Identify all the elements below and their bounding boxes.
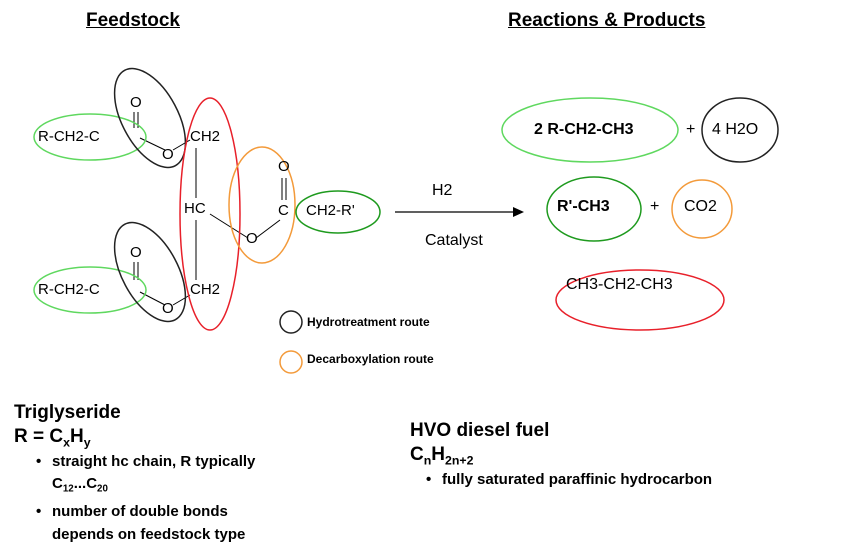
ellipse-bot-r-green (33, 266, 147, 314)
atom-mid-o-double: O (278, 158, 290, 175)
triglyceride-title: Triglyseride (14, 402, 121, 423)
ellipse-top-ester-black (113, 67, 187, 169)
group-hc: HC (184, 200, 206, 217)
triglyceride-bullet-1-symbol: • (36, 453, 42, 470)
group-ch2-r-prime: CH2-R' (306, 202, 355, 219)
hvo-title: HVO diesel fuel (410, 420, 550, 441)
reagent-h2: H2 (432, 182, 453, 199)
product-2-r-ch2-ch3: 2 R-CH2-CH3 (534, 121, 634, 138)
triglyceride-bullet-1-line-1: straight hc chain, R typically (52, 453, 256, 470)
atom-top-o-single: O (162, 146, 174, 163)
bond-bot-o-ch2 (172, 294, 191, 306)
reagent-catalyst: Catalyst (425, 232, 483, 249)
legend-circle-orange (279, 350, 303, 374)
ellipse-p4-orange (671, 179, 733, 239)
group-top-r-ch2-c: R-CH2-C (38, 128, 100, 145)
triglyceride-bullet-2-symbol: • (36, 503, 42, 520)
atom-bot-o-single: O (162, 300, 174, 317)
triglyceride-bullet-1-line-2: C12...C20 (52, 475, 108, 495)
product-co2: CO2 (684, 198, 717, 215)
group-bot-ch2: CH2 (190, 281, 221, 298)
triglyceride-bullet-2-line-1: number of double bonds (52, 503, 228, 520)
legend-hydrotreatment: Hydrotreatment route (307, 315, 430, 329)
ellipse-top-r-green (33, 113, 147, 161)
ellipse-bot-ester-black (113, 221, 187, 323)
hvo-bullet-symbol: • (426, 471, 432, 488)
plus-sign-2: + (650, 198, 660, 215)
legend-circle-black (279, 310, 303, 334)
atom-top-o-double: O (130, 94, 142, 111)
group-top-ch2: CH2 (190, 128, 221, 145)
atom-mid-o-single: O (246, 230, 258, 247)
product-4-h2o: 4 H2O (712, 121, 759, 138)
header-feedstock: Feedstock (86, 10, 180, 31)
atom-mid-c: C (278, 202, 289, 219)
triglyceride-bullet-2-line-2: depends on feedstock type (52, 526, 246, 543)
ellipse-glycerol-red (179, 97, 241, 331)
ellipse-mid-ester-orange (228, 146, 296, 264)
legend-decarboxylation: Decarboxylation route (307, 352, 434, 366)
bond-o-c (255, 219, 281, 239)
hvo-bullet: fully saturated paraffinic hydrocarbon (442, 471, 713, 488)
product-r-prime-ch3: R'-CH3 (557, 198, 610, 215)
triglyceride-formula: R = CxHy (14, 426, 91, 450)
atom-bot-o-double: O (130, 244, 142, 261)
bond-bot-c-o (139, 291, 166, 306)
bond-top-c-o (139, 137, 166, 151)
ellipse-p2-black (701, 97, 779, 163)
hvo-formula: CnH2n+2 (410, 444, 474, 468)
plus-sign-1: + (686, 121, 696, 138)
header-reactions-products: Reactions & Products (508, 10, 706, 31)
ellipse-p1-green (501, 97, 679, 163)
product-propane: CH3-CH2-CH3 (566, 276, 673, 293)
bond-top-o-ch2 (172, 139, 191, 151)
ellipse-p5-red (555, 269, 725, 331)
reaction-arrow-head (513, 207, 524, 217)
group-bot-r-ch2-c: R-CH2-C (38, 281, 100, 298)
ellipse-mid-r-darkgreen (295, 190, 381, 234)
ellipse-p3-darkgreen (546, 176, 642, 242)
bond-hc-o (209, 213, 249, 239)
